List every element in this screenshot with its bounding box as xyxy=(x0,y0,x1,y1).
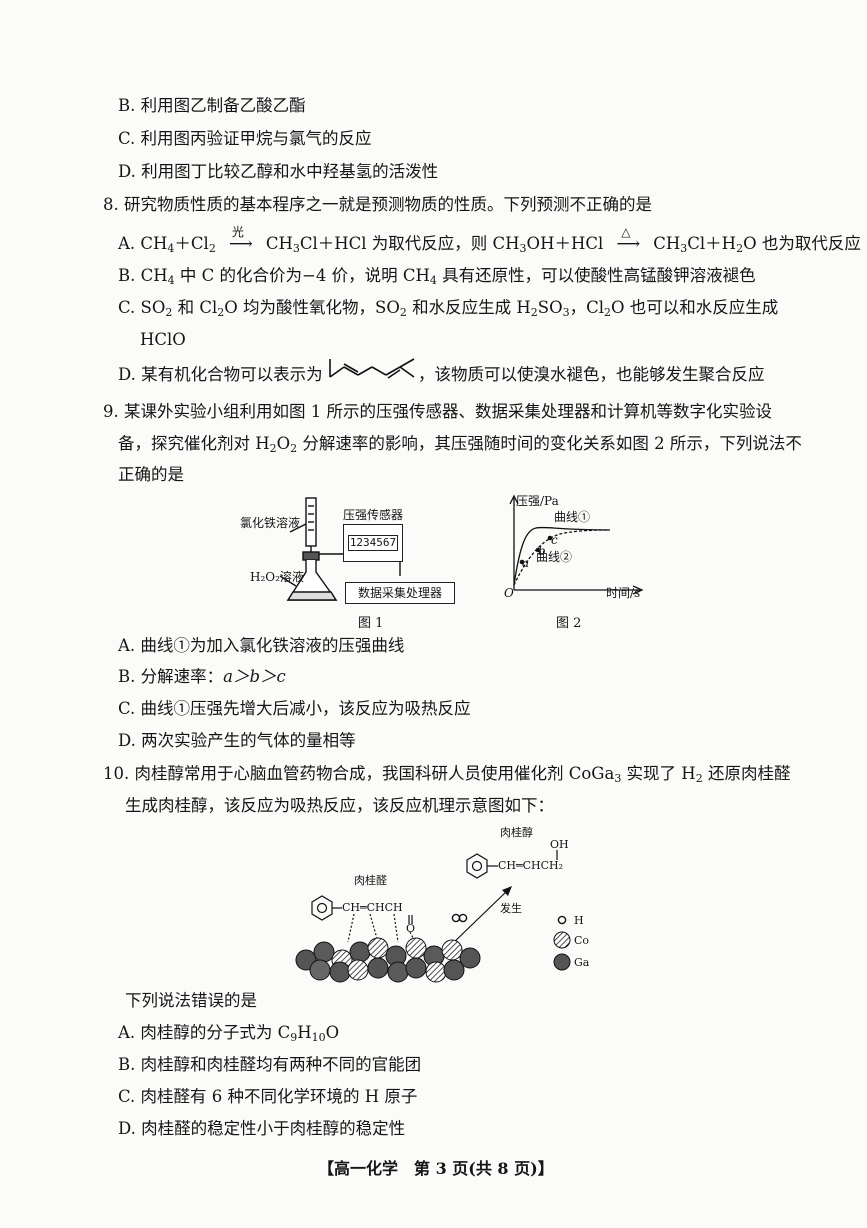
q9-stem-line3: 正确的是 xyxy=(118,465,184,484)
q8-option-d-pre: D. 某有机化合物可以表示为 xyxy=(118,365,323,384)
cinnamyl-alcohol-label: 肉桂醇 xyxy=(500,826,533,839)
label-pressure-sensor: 压强传感器 xyxy=(343,508,404,522)
alcohol-chain-label: CH═CHCH₂ xyxy=(498,859,564,872)
q10-option-b: B. 肉桂醇和肉桂醛均有两种不同的官能团 xyxy=(118,1055,422,1074)
label-fecl3-solution: 氯化铁溶液 xyxy=(240,516,301,530)
q9-option-a: A. 曲线①为加入氯化铁溶液的压强曲线 xyxy=(118,636,405,655)
q9-option-b: B. 分解速率：a＞b＞c xyxy=(118,667,286,686)
q8-option-c-cont: HClO xyxy=(140,330,186,349)
skeletal-formula-diene xyxy=(329,358,415,379)
figure-1-apparatus: 氯化铁溶液 压强传感器 1234567 H₂O₂溶液 数据采集处理器 图 1 xyxy=(240,490,470,631)
q8-option-d-post: ，该物质可以使溴水褪色，也能够发生聚合反应 xyxy=(418,365,765,384)
point-a-label: a xyxy=(522,556,530,570)
figure-2-graph: 压强/Pa 曲线① 曲线② a b c O 时间/s 图 2 xyxy=(500,490,660,631)
q8-arrow-label-light: 光 xyxy=(231,225,244,239)
mechanism-figure: 肉桂醇 OH CH═CHCH₂ 肉桂醛 CH═CHCH O 发生 H Co Ga xyxy=(290,820,620,985)
q8-option-c: C. SO2 和 Cl2O 均为酸性氧化物，SO2 和水反应生成 H2SO3，C… xyxy=(118,298,779,319)
figure-2-caption: 图 2 xyxy=(556,616,582,631)
q7-option-b: B. 利用图乙制备乙酸乙酯 xyxy=(118,96,306,115)
q10-stem-line2: 生成肉桂醇，该反应为吸热反应，该反应机理示意图如下： xyxy=(125,796,554,815)
data-processor-box: 数据采集处理器 xyxy=(345,582,455,604)
legend-co-label: Co xyxy=(574,934,590,947)
alcohol-oh-label: OH xyxy=(550,838,569,851)
legend-ga-label: Ga xyxy=(574,956,590,969)
origin-label: O xyxy=(504,586,514,600)
q7-option-c: C. 利用图丙验证甲烷与氯气的反应 xyxy=(118,129,372,148)
reaction-occurs-label: 发生 xyxy=(500,902,522,915)
q9-stem-line1: 9. 某课外实验小组利用如图 1 所示的压强传感器、数据采集处理器和计算机等数字… xyxy=(103,402,772,421)
q10-option-c: C. 肉桂醛有 6 种不同化学环境的 H 原子 xyxy=(118,1087,418,1106)
x-axis-label: 时间/s xyxy=(606,586,641,600)
q10-stem-line1: 10. 肉桂醇常用于心脑血管药物合成，我国科研人员使用催化剂 CoGa3 实现了… xyxy=(103,764,791,785)
q8-arrow-label-heat: △ xyxy=(621,225,631,239)
q10-question: 下列说法错误的是 xyxy=(125,991,257,1010)
y-axis-label: 压强/Pa xyxy=(516,494,559,508)
q7-option-d: D. 利用图丁比较乙醇和水中羟基氢的活泼性 xyxy=(118,162,439,181)
q9-option-c: C. 曲线①压强先增大后减小，该反应为吸热反应 xyxy=(118,699,471,718)
curve-1-label: 曲线① xyxy=(554,510,591,524)
q8-stem: 8. 研究物质性质的基本程序之一就是预测物质的性质。下列预测不正确的是 xyxy=(103,195,652,214)
q10-option-d: D. 肉桂醛的稳定性小于肉桂醇的稳定性 xyxy=(118,1119,406,1138)
curve-2-label: 曲线② xyxy=(536,550,573,564)
aldehyde-o-label: O xyxy=(406,922,416,935)
q9-stem-line2: 备，探究催化剂对 H2O2 分解速率的影响，其压强随时间的变化关系如图 2 所示… xyxy=(118,434,802,455)
legend-h-label: H xyxy=(574,914,584,927)
pressure-sensor-box: 1234567 xyxy=(343,524,403,562)
figure-1-caption: 图 1 xyxy=(358,616,384,631)
point-b-label: b xyxy=(538,544,546,558)
page-footer: 【高一化学 第 3 页(共 8 页)】 xyxy=(318,1159,554,1178)
sensor-display: 1234567 xyxy=(348,535,398,551)
label-h2o2-solution: H₂O₂溶液 xyxy=(250,570,304,584)
cinnamaldehyde-label: 肉桂醛 xyxy=(354,874,387,887)
q9-option-d: D. 两次实验产生的气体的量相等 xyxy=(118,731,356,750)
point-c-label: c xyxy=(551,533,558,547)
q10-option-a: A. 肉桂醇的分子式为 C9H10O xyxy=(118,1023,340,1044)
q8-option-b: B. CH4 中 C 的化合价为−4 价，说明 CH4 具有还原性，可以使酸性高… xyxy=(118,266,756,287)
aldehyde-chain-label: CH═CHCH xyxy=(342,901,403,914)
